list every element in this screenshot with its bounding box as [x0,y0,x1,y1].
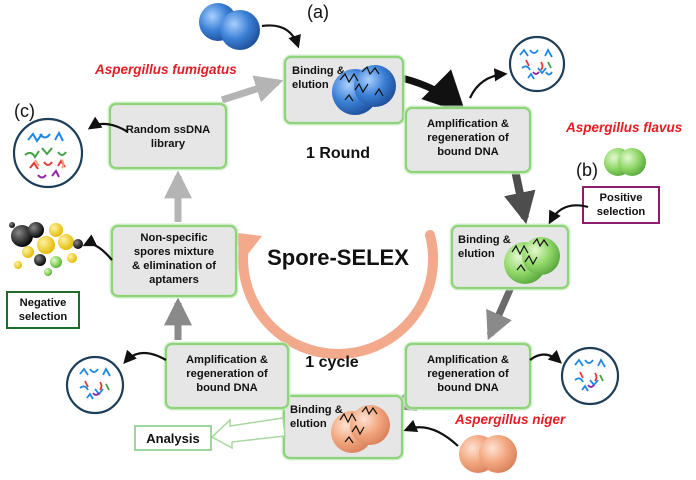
cycle-label: 1 cycle [305,354,358,371]
arrow-binding-to-amp [401,69,466,114]
panel-label-b: (b) [576,160,598,180]
analysis-label: Analysis [146,431,199,446]
spore-niger [459,435,517,473]
spore-blue-bound [332,65,396,115]
arrow-niger-to-binding [403,419,459,447]
spore-mixture [9,222,83,276]
arrow-nonspecific-to-mixture [82,234,113,261]
spore-fumigatus [199,3,260,50]
arrow-binding-right-to-amp [486,283,516,341]
arrow-amp-to-pool-bottom-left [123,349,167,364]
svg-text:Binding &elution: Binding &elution [290,404,343,430]
species-fumigatus: Aspergillus fumigatus [94,62,237,77]
arrow-amp-to-pool-bottom-right [529,349,562,364]
arrow-library-to-pool [87,116,129,133]
arrow-fumigatus-to-binding [261,24,301,49]
panel-label-a: (a) [307,2,329,22]
dna-pool-library [12,117,84,189]
step-binding-bottom: Binding &elution [281,393,405,461]
dna-pool-bottom-left [65,355,125,415]
center-title: Spore-SELEX [267,245,409,270]
arrow-positive-to-binding [548,204,589,225]
step-binding-top: Binding &elution [282,54,406,126]
species-flavus: Aspergillus flavus [565,120,683,135]
panel-label-c: (c) [14,101,35,121]
arrow-amp-to-pool-top [468,68,508,99]
dna-pool-bottom-right [560,346,620,406]
step-binding-right: Binding &elution [449,223,571,291]
svg-text:Binding &elution: Binding &elution [292,65,345,91]
svg-text:Binding &elution: Binding &elution [458,234,511,260]
round-label: 1 Round [306,145,370,162]
arrow-library-to-binding [220,75,284,104]
spore-green-bound [504,237,560,284]
analysis-box: Analysis [134,425,212,451]
species-niger: Aspergillus niger [454,412,566,427]
spore-flavus [604,148,646,176]
dna-pool-top-right [508,35,566,93]
spore-orange-bound [331,405,390,453]
analysis-arrow [210,417,286,450]
flow-arrows [164,69,536,412]
arrow-amp-to-binding-right [504,169,536,225]
